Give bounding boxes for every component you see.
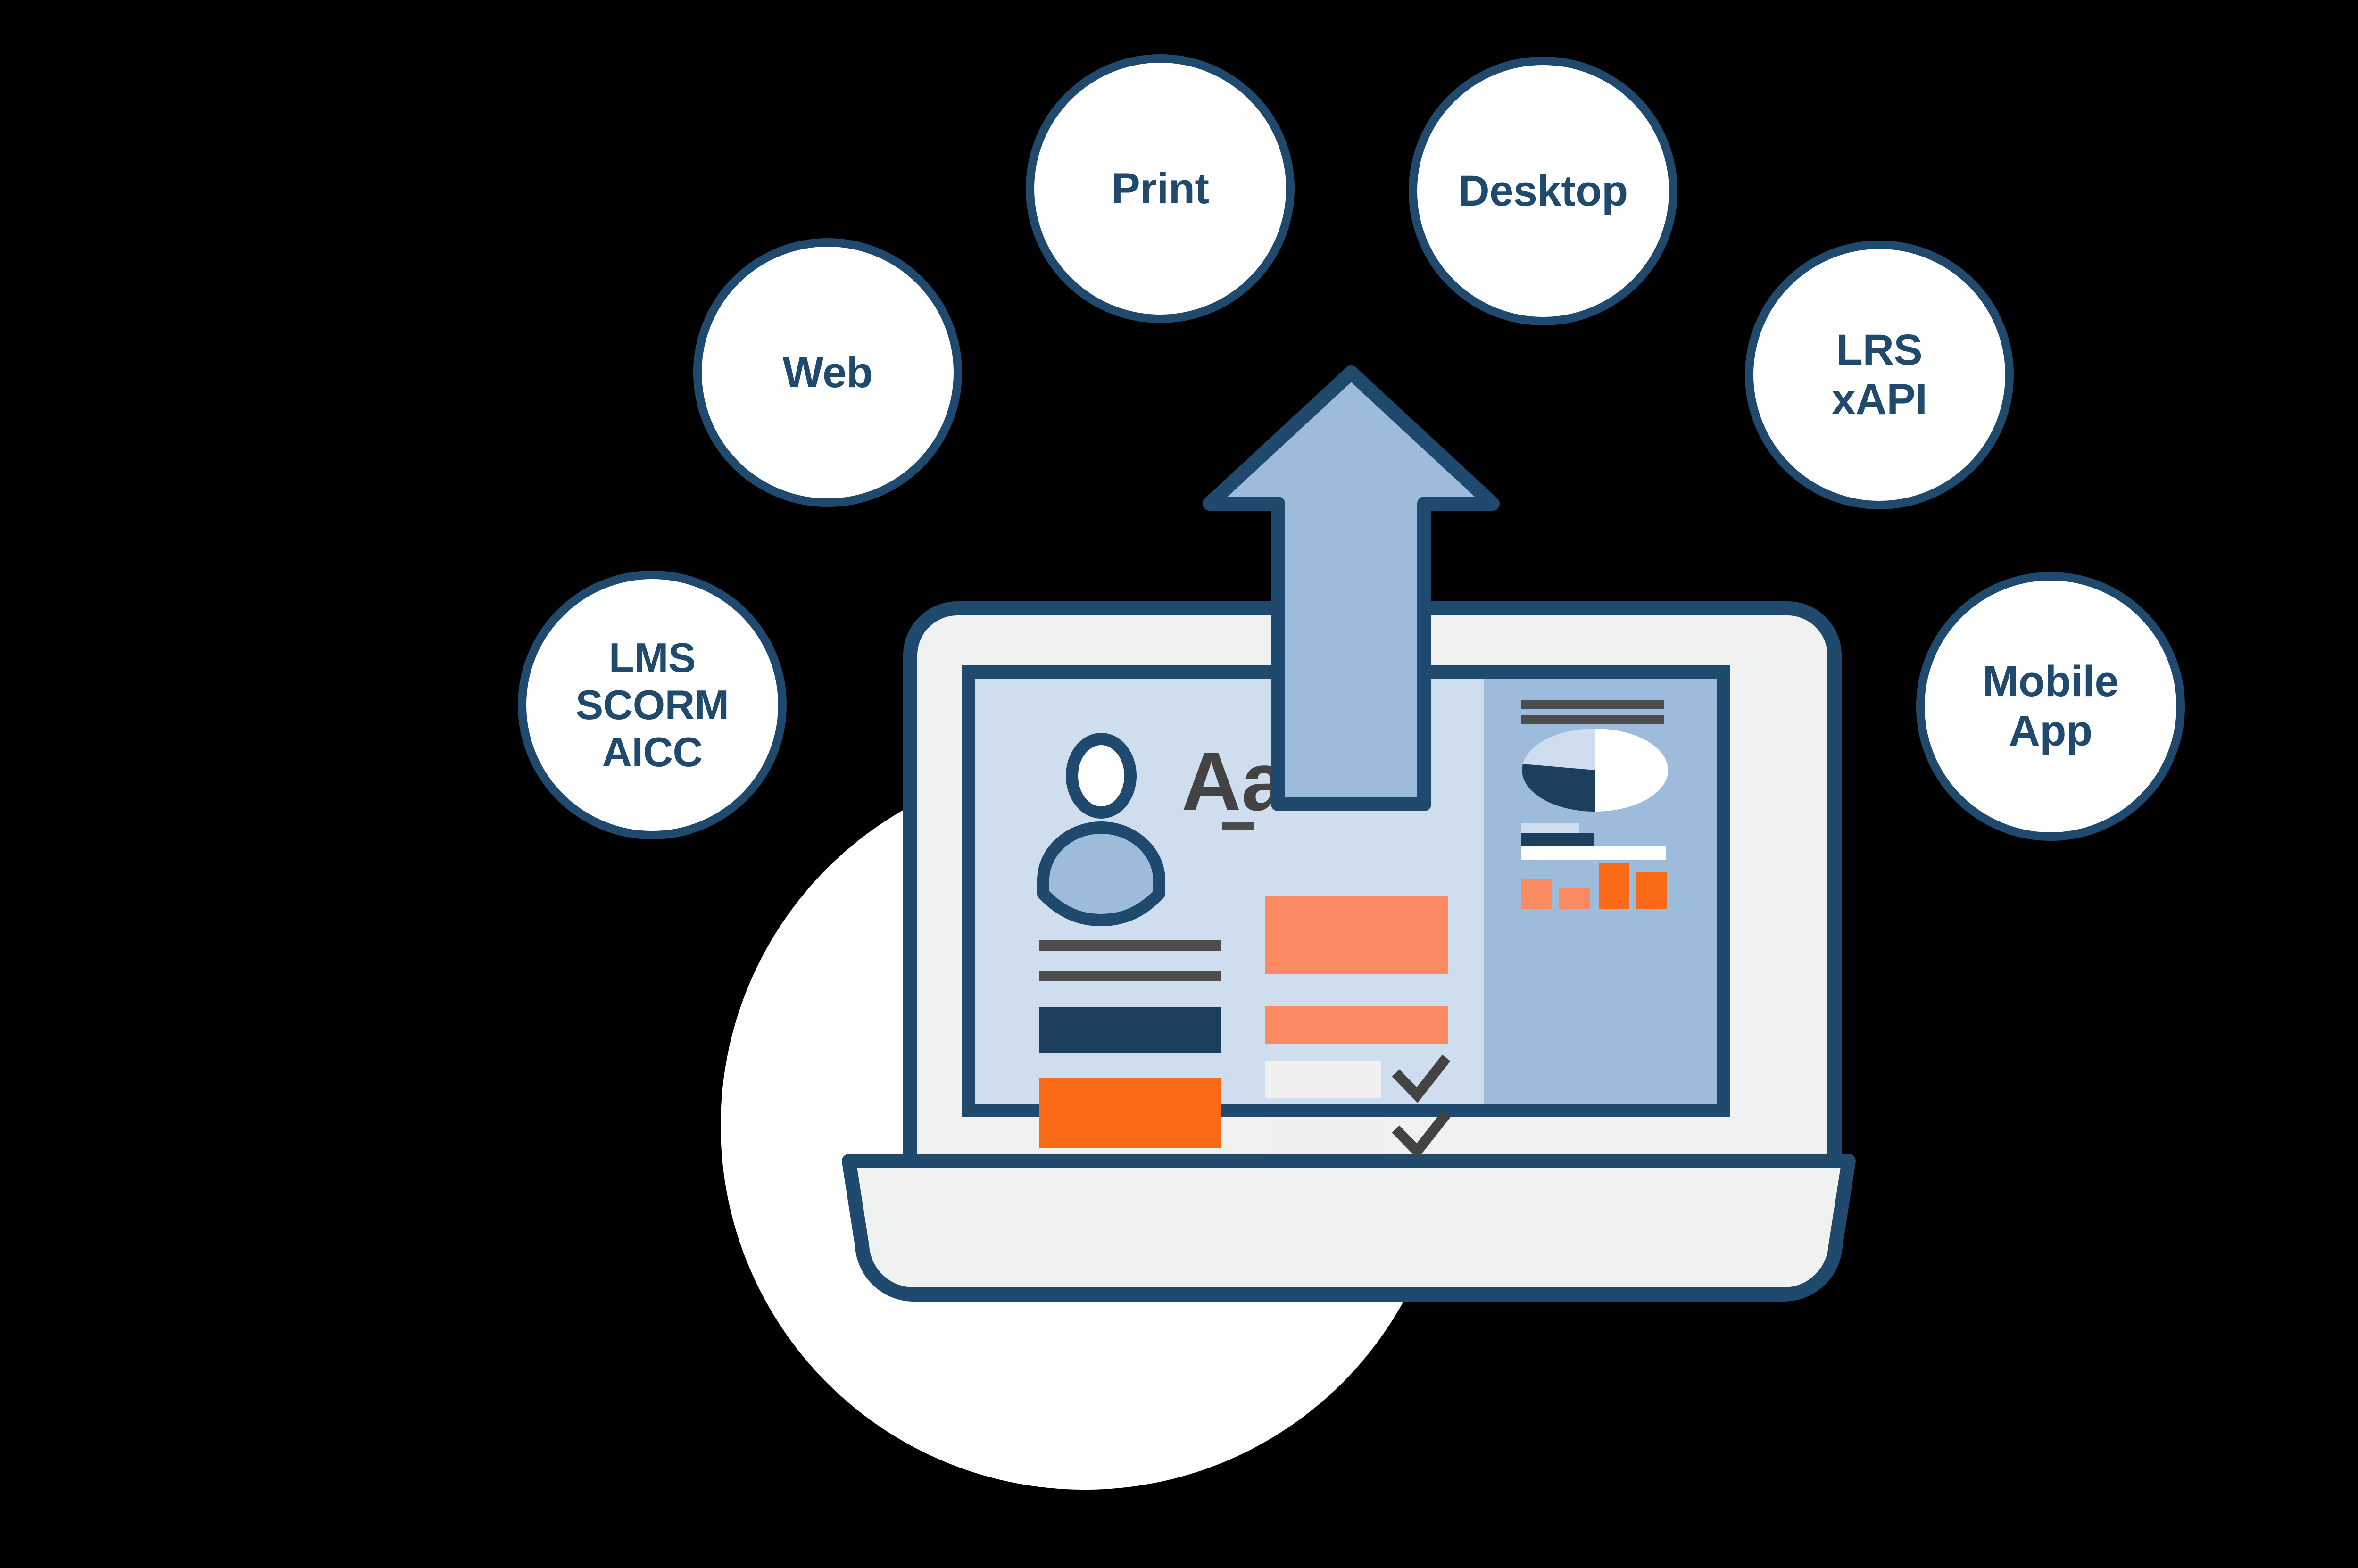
- hbar-lightblue: [1521, 823, 1579, 833]
- screen-left-content: Aa: [1037, 733, 1451, 1159]
- channel-node-print[interactable]: Print: [1026, 54, 1295, 323]
- panel-text-line-1: [1521, 700, 1664, 709]
- navy-bar: [1039, 1007, 1221, 1053]
- channel-node-mobile-app[interactable]: Mobile App: [1916, 572, 2185, 841]
- hbar-navy: [1521, 833, 1594, 846]
- pie-chart: [1522, 729, 1668, 812]
- channel-node-web[interactable]: Web: [693, 238, 962, 507]
- orange-bar: [1039, 1078, 1221, 1148]
- upload-arrow-icon: [1203, 365, 1500, 811]
- text-line-1: [1039, 940, 1221, 951]
- checklist-row-2-box: [1265, 1117, 1381, 1154]
- hbar-white: [1521, 846, 1666, 860]
- channel-node-mobile-app-label: Mobile App: [1982, 657, 2119, 755]
- pie-slice-lightblue: [1523, 729, 1595, 770]
- channel-node-lms-scorm-aicc-label: LMS SCORM AICC: [575, 634, 729, 776]
- vbar-4: [1636, 872, 1667, 909]
- check-icon-1: [1392, 1054, 1451, 1103]
- pie-slice-navy: [1522, 764, 1595, 812]
- channel-node-lms-scorm-aicc[interactable]: LMS SCORM AICC: [518, 571, 787, 839]
- vbar-2: [1559, 888, 1590, 909]
- salmon-block-small: [1265, 1006, 1448, 1044]
- laptop-base: [842, 1154, 1856, 1302]
- typography-glyph: Aa: [1181, 736, 1288, 828]
- panel-text-line-2: [1521, 715, 1664, 724]
- channel-node-lrs-xapi[interactable]: LRS xAPI: [1745, 241, 2014, 509]
- channel-node-desktop-label: Desktop: [1458, 166, 1628, 215]
- screen-right-content: [1521, 700, 1668, 909]
- channel-node-web-label: Web: [782, 348, 873, 397]
- checklist-row-1-box: [1265, 1061, 1381, 1098]
- vbar-3: [1599, 863, 1629, 909]
- channel-node-lrs-xapi-label: LRS xAPI: [1831, 326, 1927, 423]
- text-line-2: [1039, 971, 1221, 981]
- pie-slice-white: [1595, 729, 1668, 812]
- channel-node-desktop[interactable]: Desktop: [1409, 57, 1677, 325]
- user-avatar-icon: [1037, 733, 1165, 926]
- channel-node-print-label: Print: [1111, 164, 1209, 213]
- vbar-1: [1521, 879, 1552, 909]
- check-icon-2: [1392, 1111, 1451, 1159]
- salmon-block-large: [1265, 896, 1448, 974]
- typography-underline: [1222, 822, 1254, 830]
